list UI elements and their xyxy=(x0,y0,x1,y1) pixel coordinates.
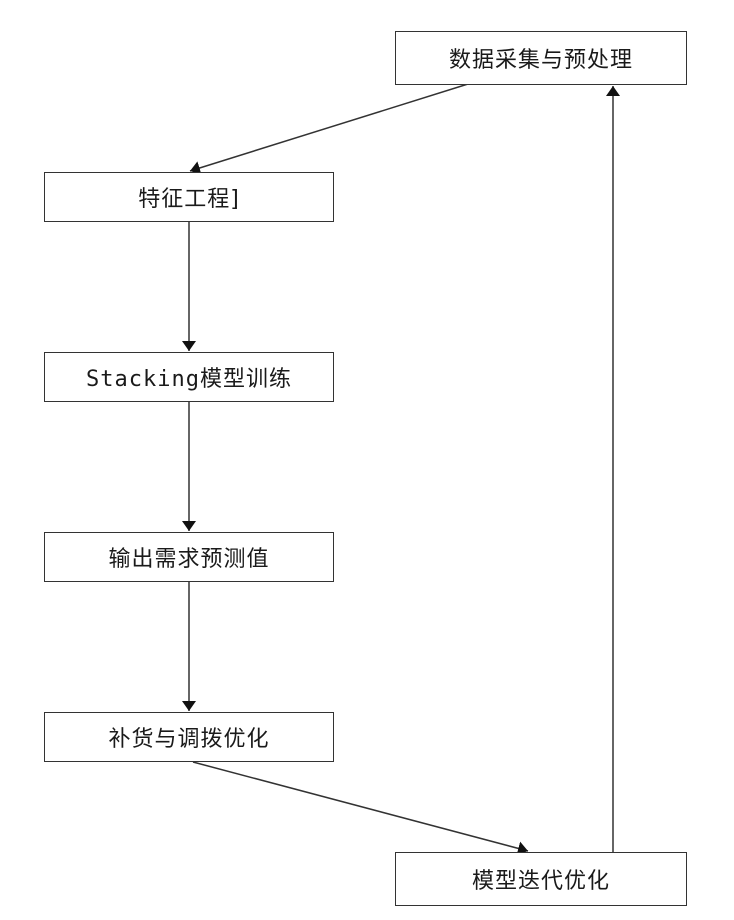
node-feature-engineering: 特征工程] xyxy=(44,172,334,222)
node-model-iteration: 模型迭代优化 xyxy=(395,852,687,906)
node-data-collection-label: 数据采集与预处理 xyxy=(449,42,633,74)
node-stacking-training-label: Stacking模型训练 xyxy=(86,361,292,393)
arrow-data-to-feature xyxy=(190,84,468,171)
node-data-collection: 数据采集与预处理 xyxy=(395,31,687,85)
arrow-replenishment-to-iteration xyxy=(193,762,528,851)
node-replenishment-label: 补货与调拨优化 xyxy=(108,721,269,753)
node-replenishment: 补货与调拨优化 xyxy=(44,712,334,762)
node-output-prediction: 输出需求预测值 xyxy=(44,532,334,582)
node-stacking-training: Stacking模型训练 xyxy=(44,352,334,402)
node-model-iteration-label: 模型迭代优化 xyxy=(472,863,610,895)
node-feature-engineering-label: 特征工程] xyxy=(138,181,240,213)
node-output-prediction-label: 输出需求预测值 xyxy=(108,541,269,573)
